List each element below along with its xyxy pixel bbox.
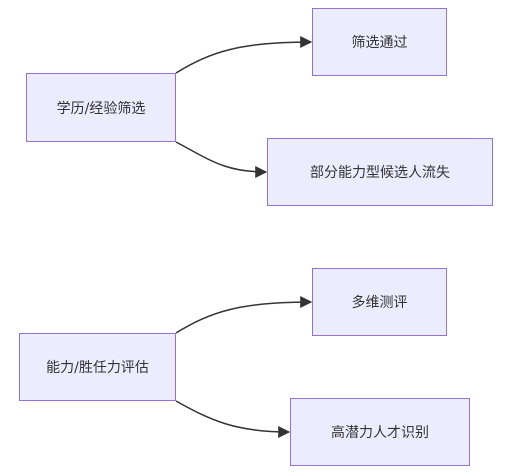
edge-screen-to-loss xyxy=(175,141,268,178)
edge-assess-to-talent xyxy=(175,400,291,438)
node-multi-label: 多维测评 xyxy=(351,295,408,311)
node-pass: 筛选通过 xyxy=(312,8,447,76)
node-pass-label: 筛选通过 xyxy=(351,35,408,51)
node-loss: 部分能力型候选人流失 xyxy=(267,138,493,206)
node-multi: 多维测评 xyxy=(312,268,447,336)
node-loss-label: 部分能力型候选人流失 xyxy=(310,165,450,181)
node-screen: 学历/经验筛选 xyxy=(26,73,176,142)
node-assess-label: 能力/胜任力评估 xyxy=(46,360,149,376)
node-talent-label: 高潜力人才识别 xyxy=(331,425,429,441)
node-talent: 高潜力人才识别 xyxy=(290,398,470,466)
edge-screen-to-pass xyxy=(175,36,313,74)
node-screen-label: 学历/经验筛选 xyxy=(56,100,146,117)
node-assess: 能力/胜任力评估 xyxy=(19,333,176,401)
edge-assess-to-multi xyxy=(175,296,313,334)
